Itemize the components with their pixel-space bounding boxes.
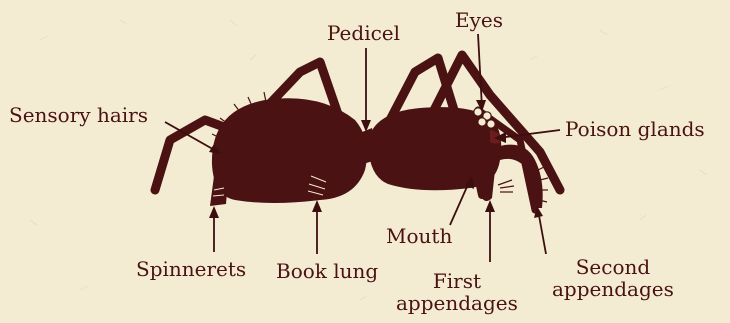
label-first-appendages: First appendages [396,270,518,314]
spider-abdomen [212,98,367,203]
label-sensory-hairs: Sensory hairs [9,104,148,126]
label-second-appendages-line1: Second [552,256,674,278]
label-first-appendages-line1: First [396,270,518,292]
label-book-lung: Book lung [276,260,378,282]
chelicera-teeth [498,180,514,192]
label-mouth: Mouth [386,225,452,247]
label-eyes: Eyes [455,9,503,31]
label-second-appendages-line2: appendages [552,278,674,300]
label-spinnerets: Spinnerets [136,258,246,280]
label-pedicel: Pedicel [327,22,400,44]
label-second-appendages: Second appendages [552,256,674,300]
label-poison-glands: Poison glands [565,118,705,140]
label-first-appendages-line2: appendages [396,292,518,314]
spinnerets-shape [210,176,228,206]
